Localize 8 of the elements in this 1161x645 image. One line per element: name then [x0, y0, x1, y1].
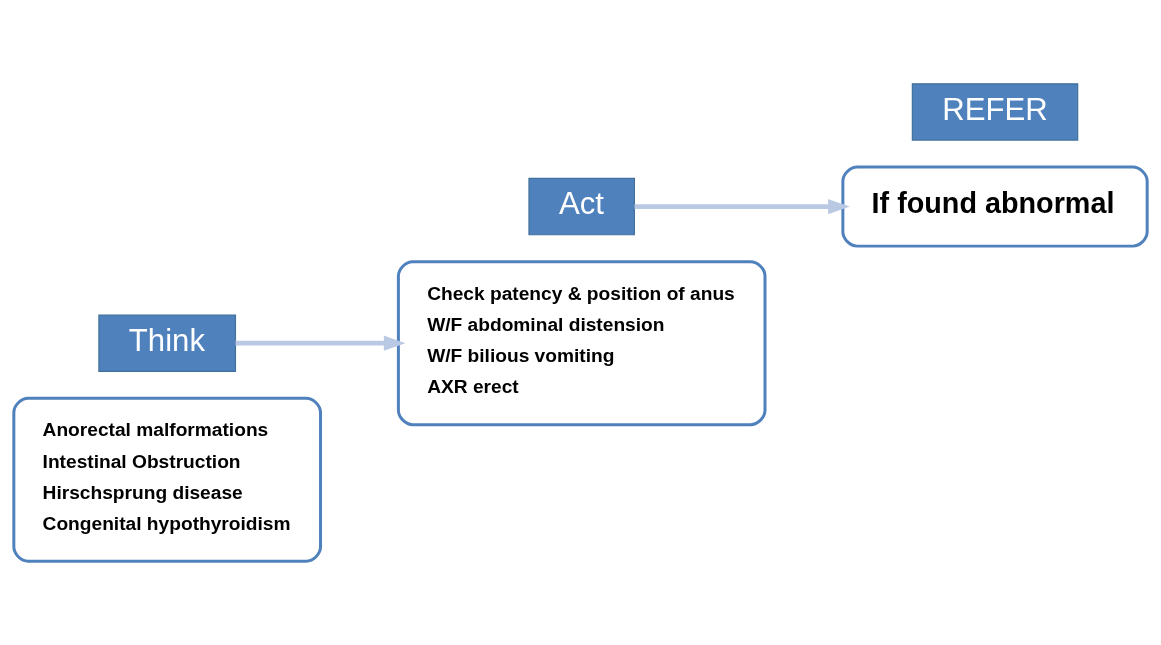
node-box: If found abnormal: [841, 165, 1149, 248]
arrow: [235, 335, 406, 351]
node-box: Check patency & position of anus W/F abdominal distension W/F bilious vomiting AXR erect: [396, 260, 767, 427]
node-box: REFER: [911, 83, 1079, 141]
node-box: Act: [528, 177, 635, 236]
node-box: Anorectal malformations Intestinal Obstruction Hirschsprung disease Congenital hypothyroidism: [12, 396, 323, 563]
arrow: [634, 199, 850, 215]
node-box: Think: [98, 314, 237, 372]
